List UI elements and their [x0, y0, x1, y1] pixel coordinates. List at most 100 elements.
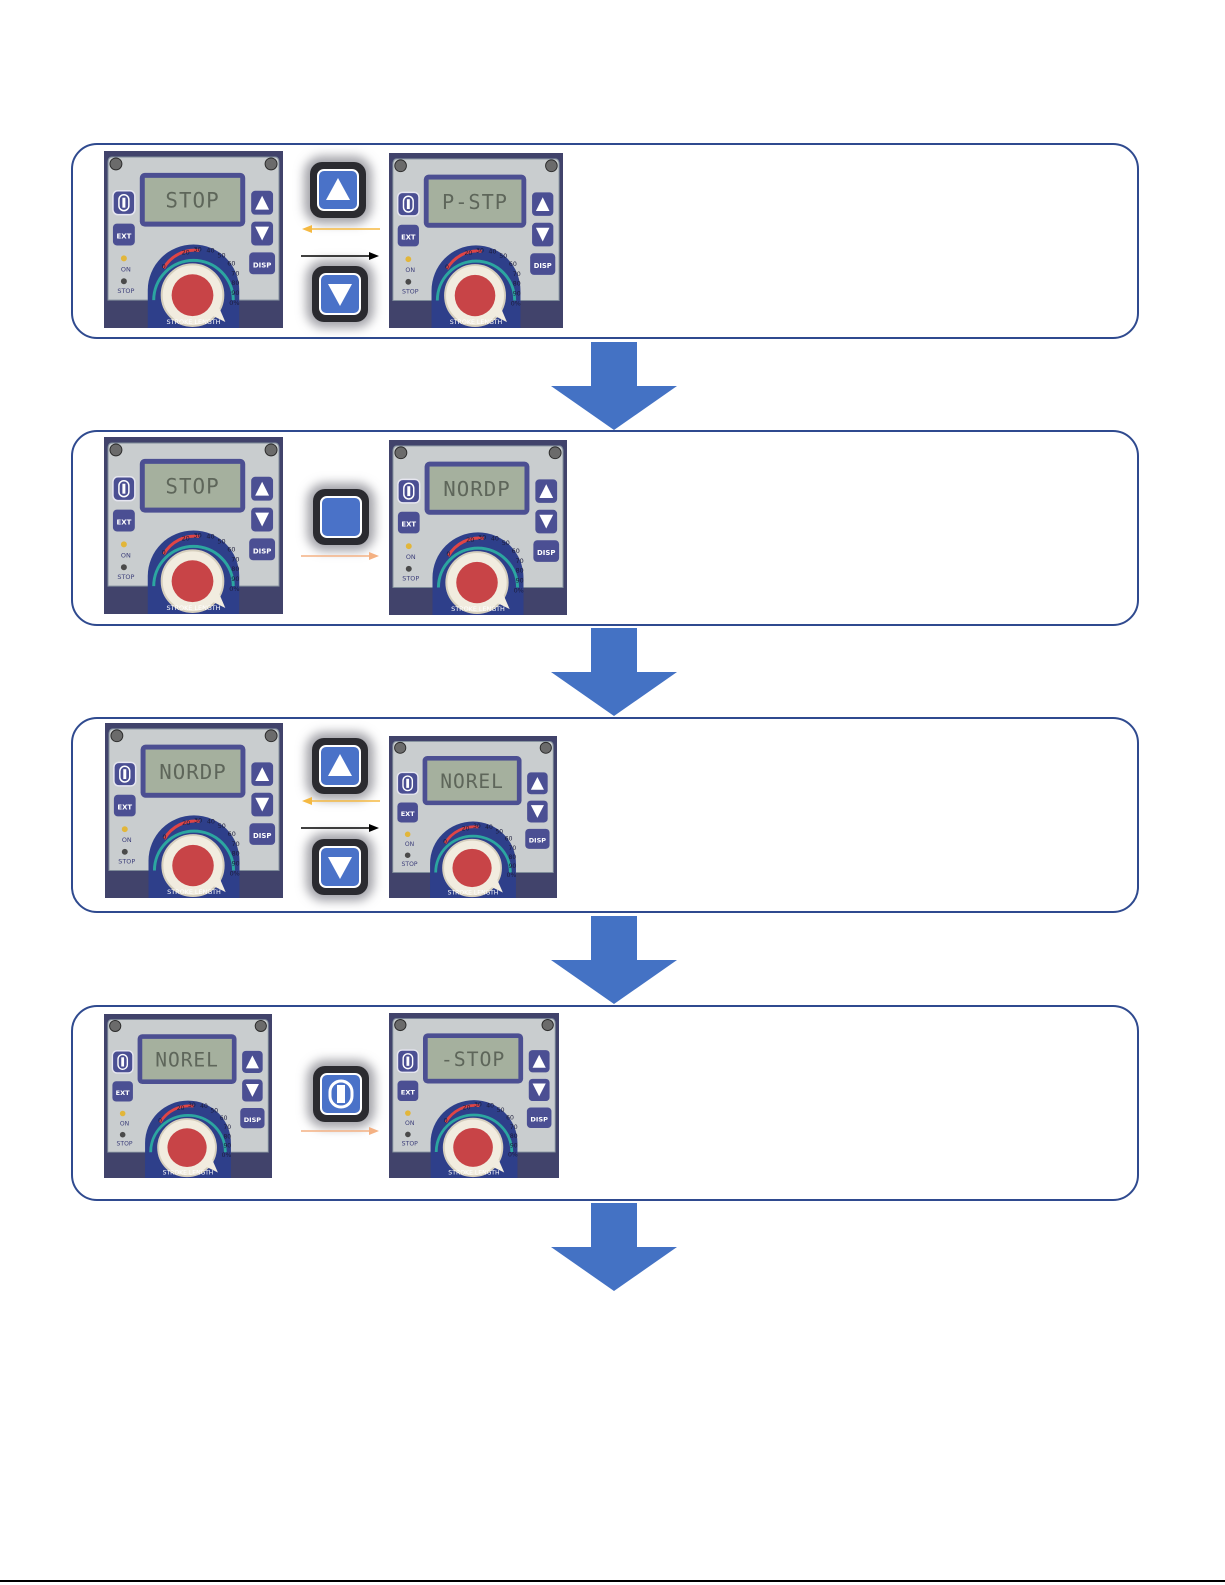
scale-label: 20 — [463, 1104, 471, 1111]
stroke-length-label: STROKE LENGTH — [166, 604, 220, 612]
on-led-icon — [404, 831, 411, 838]
stroke-length-label: STROKE LENGTH — [166, 318, 220, 326]
screw-icon — [264, 443, 278, 457]
scale-label: 70 — [513, 271, 521, 278]
scale-label: 0 — [445, 264, 449, 271]
ext-label: EXT — [401, 233, 416, 241]
scale-label: 30 — [194, 816, 202, 824]
down-key-step1 — [312, 266, 368, 322]
ext-button-icon — [113, 794, 136, 817]
on-led-icon — [405, 256, 412, 263]
scale-label: 0 — [446, 550, 450, 558]
scale-label: 0% — [507, 872, 517, 879]
disp-button-icon — [533, 540, 560, 562]
on-label: ON — [120, 1121, 129, 1128]
scale-label: 50 — [218, 822, 226, 830]
scale-label: 50 — [499, 253, 507, 260]
scale-label: 0 — [443, 838, 447, 845]
stop-led-icon — [405, 1131, 411, 1138]
ext-button-icon — [112, 509, 135, 532]
scale-label: 0 — [158, 1118, 162, 1125]
scale-label: 50 — [495, 828, 503, 835]
scale-label: 60 — [220, 1115, 228, 1122]
screw-icon — [548, 446, 562, 460]
scale-label: 80 — [516, 567, 524, 575]
scale-label: 60 — [506, 1115, 514, 1122]
up-key-step3 — [312, 738, 368, 794]
scale-label: 0% — [508, 1152, 518, 1159]
scale-label: 20 — [182, 534, 190, 542]
on-label: ON — [405, 1120, 414, 1127]
arrow-right-step4 — [301, 1127, 379, 1135]
scale-label: 80 — [232, 850, 240, 858]
disp-label: DISP — [244, 1116, 262, 1124]
ext-label: EXT — [401, 1089, 416, 1097]
on-led-icon — [119, 1110, 126, 1117]
ext-button-icon — [397, 802, 418, 823]
arrow-left-step3 — [302, 797, 380, 805]
scale-label: 60 — [227, 259, 235, 267]
scale-label: 30 — [478, 533, 486, 541]
stroke-length-label: STROKE LENGTH — [448, 1169, 499, 1176]
scale-label: 60 — [505, 836, 513, 843]
scale-label: 80 — [231, 279, 239, 287]
screw-icon — [541, 1019, 554, 1032]
scale-label: 90 — [231, 575, 239, 583]
ext-label: EXT — [401, 810, 416, 818]
on-label: ON — [121, 265, 131, 273]
stop-label: STOP — [402, 289, 419, 296]
on-label: ON — [405, 267, 415, 274]
scale-label: 20 — [464, 250, 472, 257]
scale-label: 40 — [206, 246, 214, 254]
scale-label: 0% — [229, 585, 239, 593]
scale-label: 90 — [513, 291, 521, 298]
bottom-rule — [0, 1580, 1225, 1582]
stop-led-icon — [120, 564, 127, 571]
ext-button-icon — [397, 511, 420, 534]
arrow-right-step1 — [301, 252, 379, 260]
scale-label: 40 — [206, 532, 214, 540]
screw-icon — [109, 1019, 122, 1032]
scale-label: 50 — [217, 251, 225, 259]
on-led-icon — [405, 1110, 411, 1116]
screw-icon — [394, 1019, 407, 1032]
scale-label: 80 — [510, 1133, 518, 1140]
scale-label: 30 — [476, 247, 484, 254]
ext-button-icon — [112, 223, 135, 246]
scale-label: 20 — [462, 826, 470, 833]
scale-label: 70 — [231, 269, 239, 277]
ext-label: EXT — [116, 1089, 131, 1097]
scale-label: 40 — [200, 1103, 208, 1110]
ext-label: EXT — [117, 804, 132, 812]
disp-button-icon — [249, 252, 276, 275]
scale-label: 30 — [194, 245, 202, 253]
ext-button-icon — [397, 1080, 419, 1102]
disp-button-icon — [526, 1107, 552, 1128]
stop-led-icon — [120, 278, 127, 285]
scale-label: 80 — [508, 854, 516, 861]
scale-label: 0% — [222, 1152, 232, 1159]
on-led-icon — [120, 255, 127, 262]
stop-label: STOP — [117, 287, 134, 295]
screw-icon — [394, 741, 407, 754]
screw-icon — [394, 446, 408, 460]
scale-label: 20 — [466, 536, 474, 544]
stop-led-icon — [405, 565, 412, 572]
disp-label: DISP — [537, 549, 555, 557]
arrow-right-step2 — [301, 552, 379, 560]
ext-button-icon — [397, 224, 419, 247]
screw-icon — [394, 159, 407, 173]
scale-label: 60 — [228, 830, 236, 838]
stop-label: STOP — [118, 858, 135, 866]
disp-label: DISP — [253, 547, 271, 555]
scale-label: 50 — [497, 1107, 505, 1114]
scale-label: 50 — [217, 537, 225, 545]
scale-label: 30 — [188, 1102, 196, 1109]
on-label: ON — [121, 551, 131, 559]
scale-label: 90 — [232, 860, 240, 868]
screw-icon — [254, 1019, 267, 1032]
scale-label: 90 — [516, 577, 524, 585]
on-led-icon — [121, 826, 128, 833]
